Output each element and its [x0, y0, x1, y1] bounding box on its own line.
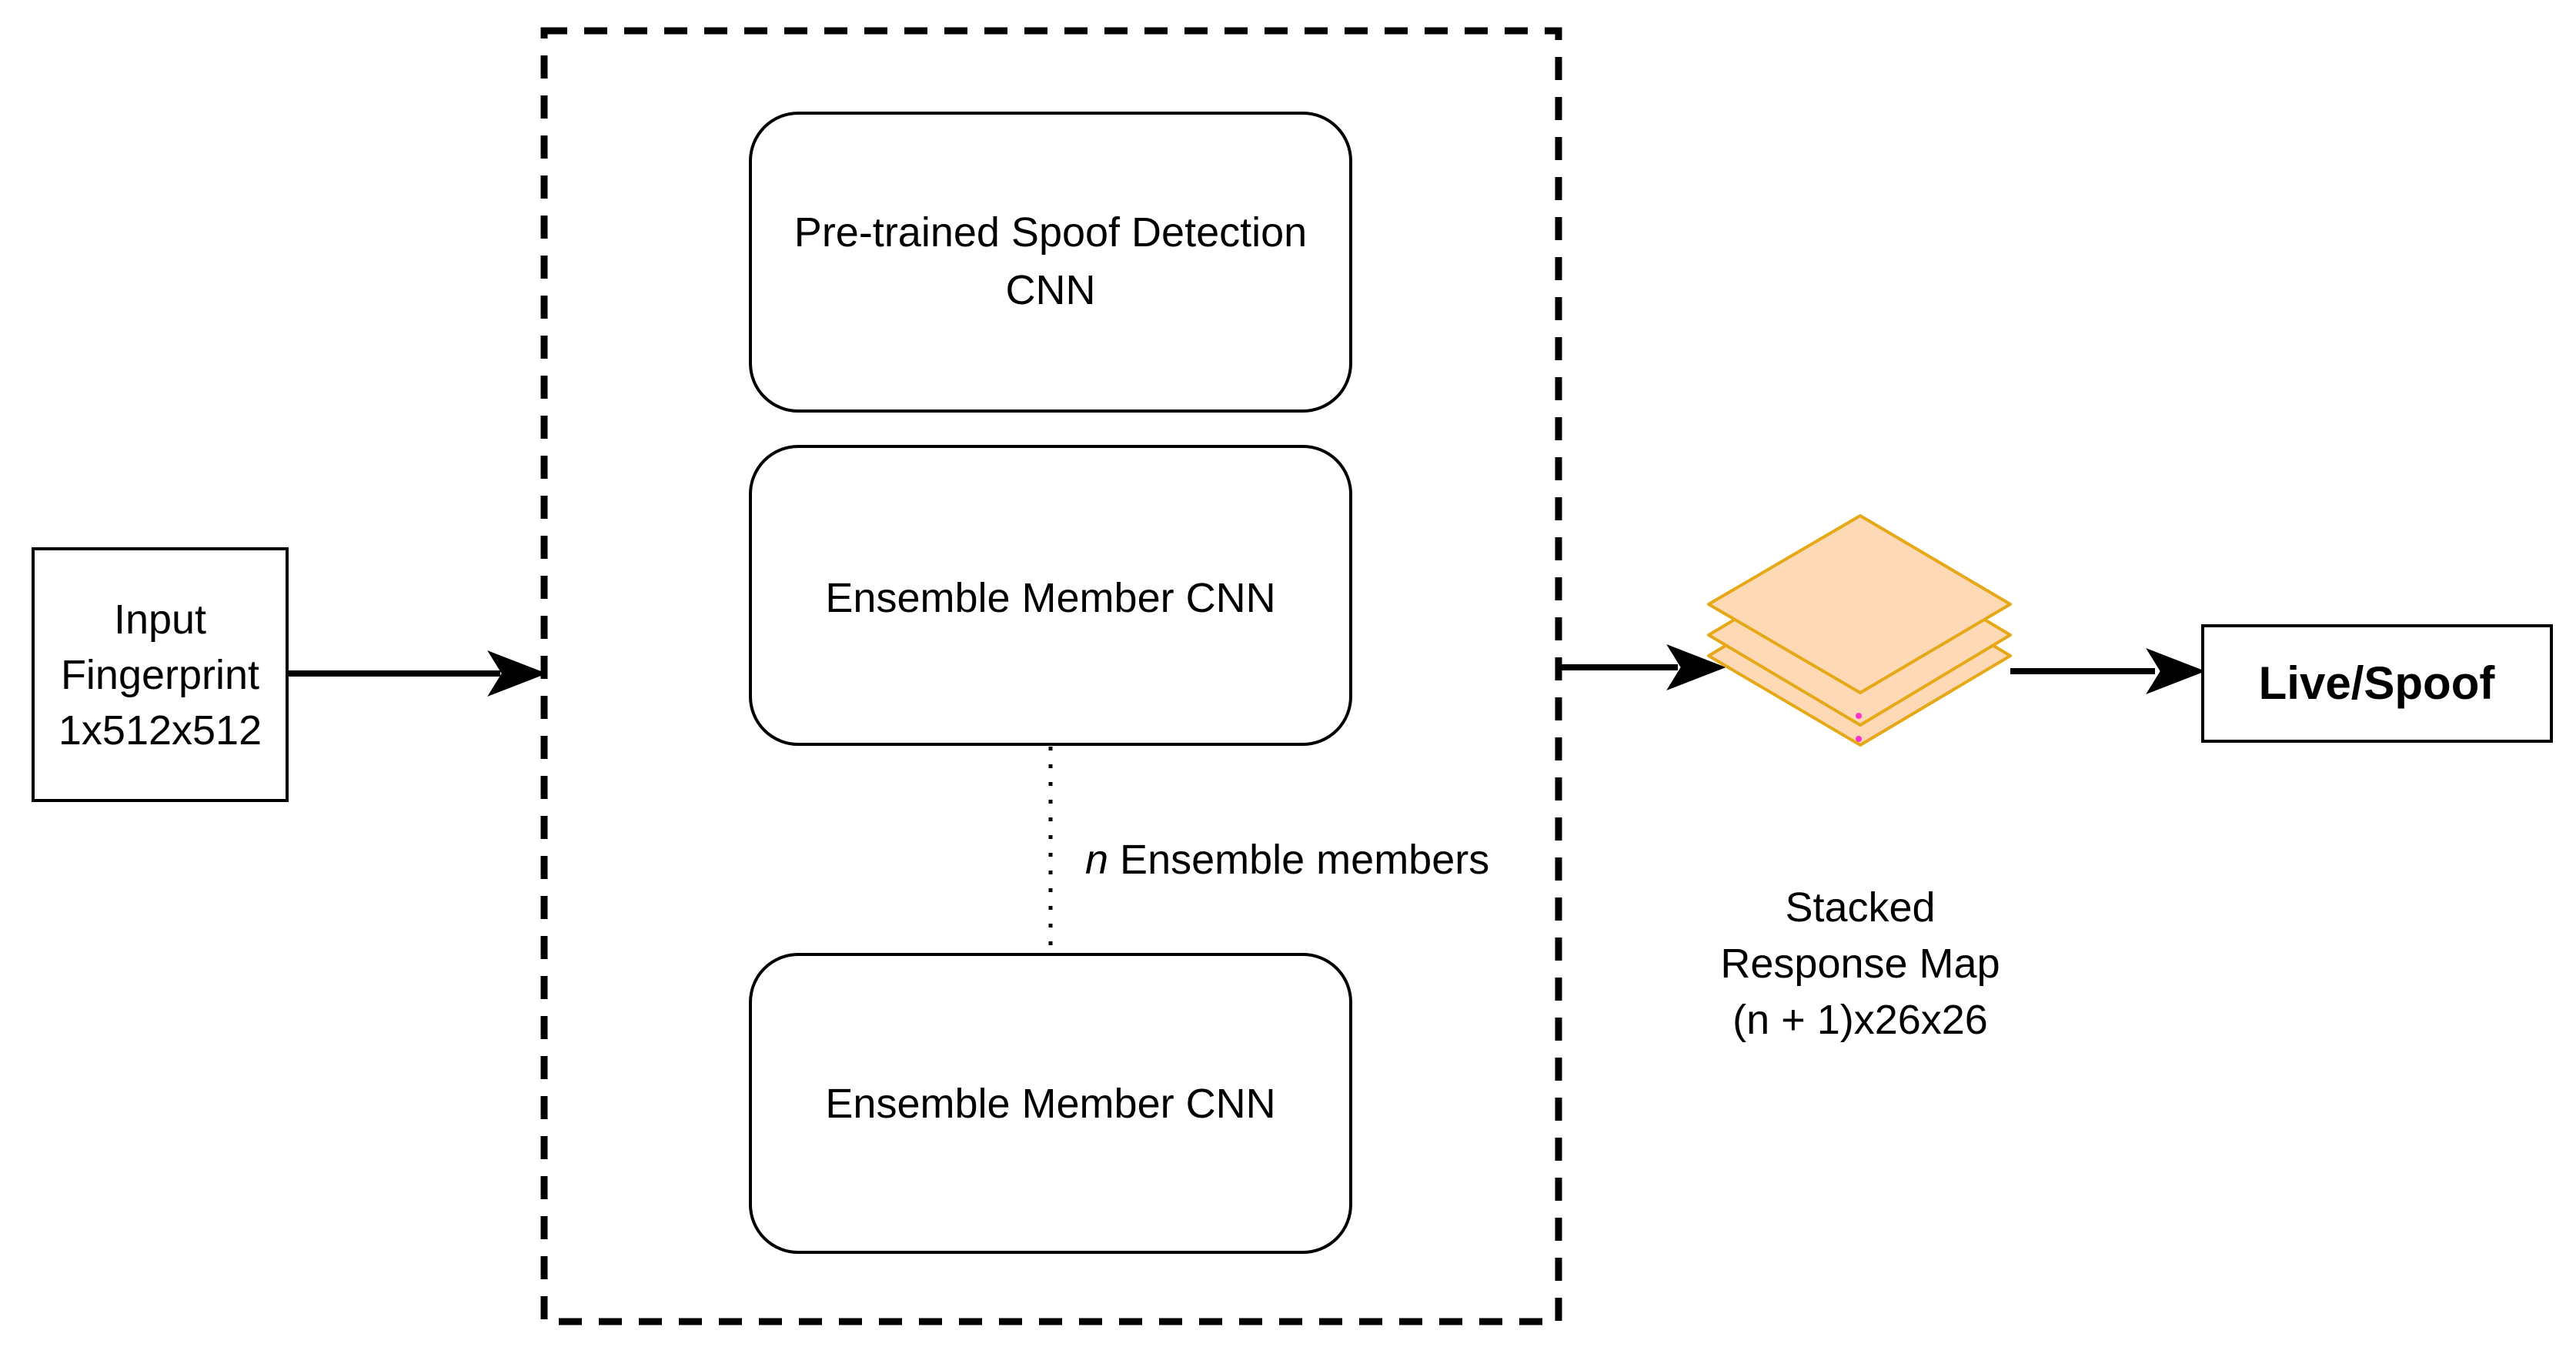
pretrained-cnn-label-line2: CNN — [1006, 267, 1096, 313]
n-members-text: Ensemble members — [1108, 837, 1489, 883]
ensemble-container — [540, 27, 1562, 1325]
ensemble-member-2-label: Ensemble Member CNN — [825, 1081, 1275, 1127]
output-box-border — [2201, 624, 2553, 743]
input-box-border — [32, 547, 289, 802]
stack-label-line3: (n + 1)x26x26 — [1732, 997, 1988, 1043]
ensemble-member-1-border — [749, 445, 1352, 746]
input-label-line3: 1x512x512 — [58, 707, 262, 754]
pretrained-cnn-label-line1: Pre-trained Spoof Detection — [794, 209, 1307, 256]
arrow-stack-to-output — [2010, 647, 2206, 695]
n-variable: n — [1085, 837, 1108, 883]
ensemble-member-2-border — [749, 953, 1352, 1254]
input-box: Input Fingerprint 1x512x512 — [32, 547, 289, 802]
pretrained-cnn-border — [749, 112, 1352, 413]
pretrained-cnn-box: Pre-trained Spoof Detection CNN — [749, 112, 1352, 413]
ensemble-member-1-label: Ensemble Member CNN — [825, 575, 1275, 621]
stack-layer-top — [1707, 514, 2012, 694]
stack-label-line2: Response Map — [1720, 941, 2000, 987]
input-label-line1: Input — [114, 597, 206, 643]
ensemble-member-box-1: Ensemble Member CNN — [749, 445, 1352, 746]
stack-dot-lower — [1856, 736, 1862, 742]
output-label: Live/Spoof — [2259, 657, 2496, 709]
stack-dot-upper — [1856, 713, 1862, 719]
arrow-ensemble-to-stack — [1559, 643, 1726, 691]
output-box: Live/Spoof — [2201, 624, 2553, 743]
stack-label-line1: Stacked — [1785, 884, 1935, 931]
arrow-input-to-ensemble — [289, 650, 547, 697]
ensemble-member-box-2: Ensemble Member CNN — [749, 953, 1352, 1254]
stacked-response-map-icon — [1707, 514, 2012, 747]
input-label-line2: Fingerprint — [61, 652, 259, 698]
n-members-label: n Ensemble members — [1085, 837, 1489, 883]
